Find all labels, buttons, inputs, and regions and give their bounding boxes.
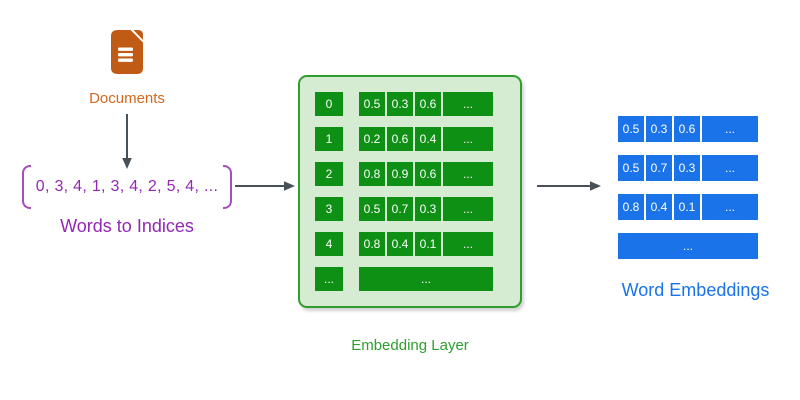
embedding-value-cell: 0.6 [415, 162, 441, 186]
embedding-ellipsis-cell: ... [359, 267, 493, 291]
embedding-value-cell: 0.7 [387, 197, 413, 221]
word-embedding-value-cell: 0.3 [674, 155, 700, 181]
word-embedding-value-cell: 0.5 [618, 116, 644, 142]
word-embedding-ellipsis-cell: ... [702, 116, 758, 142]
embedding-value-cell: 0.8 [359, 162, 385, 186]
embedding-row: 0 0.5 0.3 0.6 ... [315, 92, 493, 116]
embedding-ellipsis-cell: ... [443, 162, 493, 186]
embedding-index-cell: ... [315, 267, 343, 291]
word-embedding-value-cell: 0.5 [618, 155, 644, 181]
embedding-row: 2 0.8 0.9 0.6 ... [315, 162, 493, 186]
word-embedding-row: 0.5 0.3 0.6 ... [618, 116, 758, 142]
word-embedding-value-cell: 0.8 [618, 194, 644, 220]
embedding-index-cell: 1 [315, 127, 343, 151]
embedding-index-cell: 3 [315, 197, 343, 221]
word-embedding-ellipsis-cell: ... [618, 233, 758, 259]
word-embeddings-label: Word Embeddings [621, 280, 770, 300]
embedding-row: 3 0.5 0.7 0.3 ... [315, 197, 493, 221]
embedding-ellipsis-cell: ... [443, 232, 493, 256]
embedding-value-cell: 0.8 [359, 232, 385, 256]
embedding-layer-box: 0 0.5 0.3 0.6 ... 1 0.2 0.6 0.4 ... 2 0.… [298, 75, 522, 308]
embedding-layer-label: Embedding Layer [351, 337, 469, 354]
embedding-value-cell: 0.2 [359, 127, 385, 151]
document-icon [111, 30, 143, 74]
arrow-right-icon [537, 181, 601, 191]
word-embedding-value-cell: 0.6 [674, 116, 700, 142]
embedding-index-cell: 2 [315, 162, 343, 186]
word-embedding-row: ... [618, 233, 758, 259]
embedding-value-cell: 0.1 [415, 232, 441, 256]
word-embedding-row: 0.8 0.4 0.1 ... [618, 194, 758, 220]
embedding-value-cell: 0.5 [359, 197, 385, 221]
open-bracket [22, 165, 31, 209]
word-embedding-row: 0.5 0.7 0.3 ... [618, 155, 758, 181]
embedding-ellipsis-cell: ... [443, 197, 493, 221]
indices-sequence-box: 0, 3, 4, 1, 3, 4, 2, 5, 4, ... [22, 165, 232, 209]
embedding-value-cell: 0.4 [415, 127, 441, 151]
arrow-right-icon [235, 181, 295, 191]
embedding-ellipsis-cell: ... [443, 127, 493, 151]
embedding-row: ... ... [315, 267, 493, 291]
embedding-value-cell: 0.4 [387, 232, 413, 256]
close-bracket [223, 165, 232, 209]
word-embedding-value-cell: 0.3 [646, 116, 672, 142]
word-embedding-ellipsis-cell: ... [702, 194, 758, 220]
word-embeddings-box: 0.5 0.3 0.6 ... 0.5 0.7 0.3 ... 0.8 0.4 … [618, 116, 758, 259]
documents-label: Documents [89, 90, 165, 107]
embedding-value-cell: 0.6 [387, 127, 413, 151]
indices-sequence: 0, 3, 4, 1, 3, 4, 2, 5, 4, ... [35, 178, 219, 195]
embedding-row: 4 0.8 0.4 0.1 ... [315, 232, 493, 256]
embedding-ellipsis-cell: ... [443, 92, 493, 116]
word-embedding-value-cell: 0.1 [674, 194, 700, 220]
embedding-index-cell: 0 [315, 92, 343, 116]
word-embedding-ellipsis-cell: ... [702, 155, 758, 181]
word-embedding-value-cell: 0.7 [646, 155, 672, 181]
embedding-value-cell: 0.6 [415, 92, 441, 116]
arrow-down-icon [122, 114, 132, 169]
embedding-value-cell: 0.5 [359, 92, 385, 116]
embedding-value-cell: 0.3 [415, 197, 441, 221]
embedding-value-cell: 0.9 [387, 162, 413, 186]
embedding-row: 1 0.2 0.6 0.4 ... [315, 127, 493, 151]
words-to-indices-label: Words to Indices [60, 216, 194, 236]
embedding-value-cell: 0.3 [387, 92, 413, 116]
embedding-index-cell: 4 [315, 232, 343, 256]
word-embedding-value-cell: 0.4 [646, 194, 672, 220]
